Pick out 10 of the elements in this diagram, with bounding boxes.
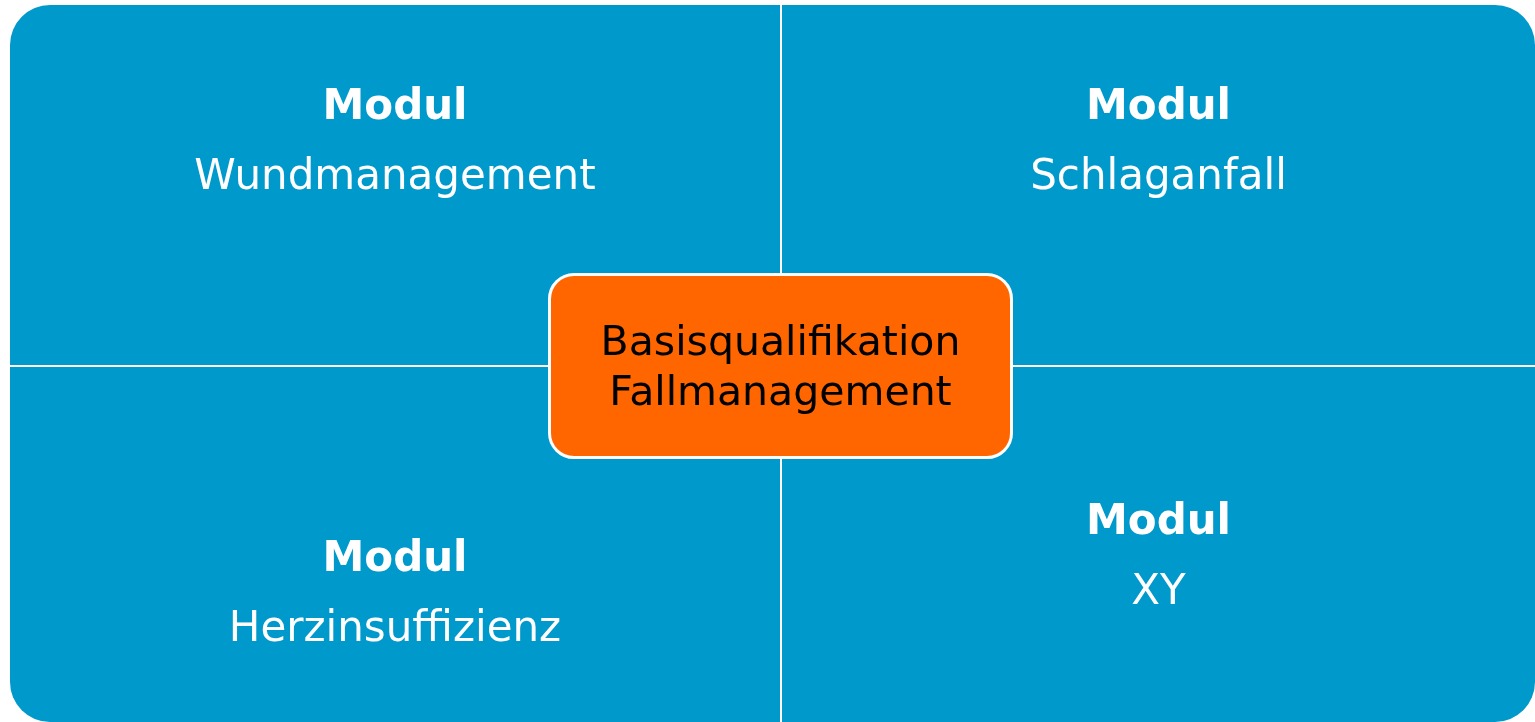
- module-heading: Modul: [321, 80, 469, 130]
- core-module-box: [548, 273, 1013, 459]
- module-title: Wundmanagement: [193, 150, 597, 200]
- module-heading: Modul: [1085, 80, 1232, 130]
- core-module-title: Basisqualifikation Fallmanagement: [599, 316, 962, 416]
- module-heading: Modul: [321, 532, 469, 582]
- module-title: Herzinsuffizienz: [227, 602, 563, 652]
- module-title: XY: [1130, 565, 1187, 615]
- module-heading: Modul: [1085, 495, 1232, 545]
- module-title: Schlaganfall: [1029, 150, 1288, 200]
